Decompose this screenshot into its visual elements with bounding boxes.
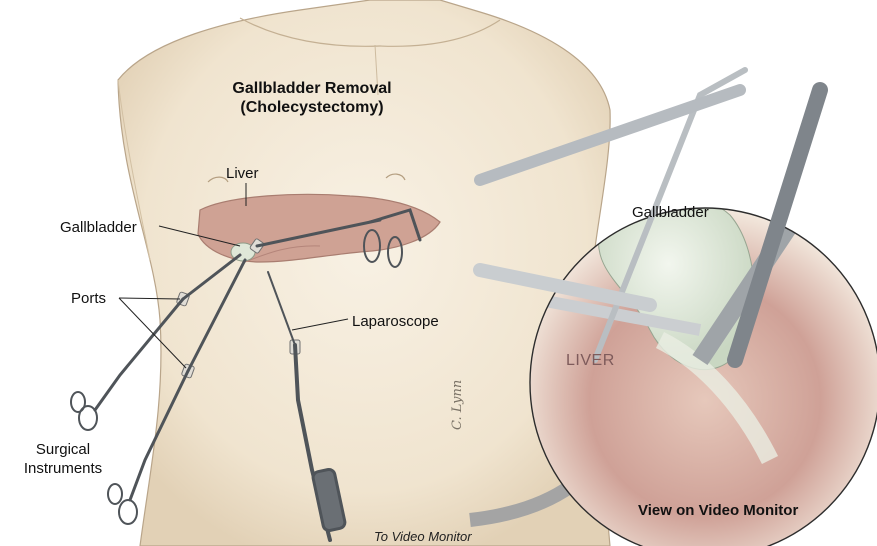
view-on-video-monitor-label: View on Video Monitor xyxy=(638,501,798,520)
gallbladder-label: Gallbladder xyxy=(60,218,137,237)
surgical-label-line1: Surgical xyxy=(3,440,123,459)
inset-gallbladder-label: Gallbladder xyxy=(632,203,709,222)
inset-liver-label: LIVER xyxy=(566,351,615,370)
artist-signature: C. Lynn xyxy=(450,380,465,430)
ports-label: Ports xyxy=(71,289,106,308)
title: Gallbladder Removal (Cholecystectomy) xyxy=(197,79,427,117)
surgical-instruments-label: Surgical Instruments xyxy=(3,440,123,478)
surgical-label-line2: Instruments xyxy=(3,459,123,478)
laparoscope-label: Laparoscope xyxy=(352,312,439,331)
title-line2: (Cholecystectomy) xyxy=(197,98,427,117)
to-video-monitor-label: To Video Monitor xyxy=(374,527,472,546)
liver-label: Liver xyxy=(226,164,259,183)
title-line1: Gallbladder Removal xyxy=(197,79,427,98)
